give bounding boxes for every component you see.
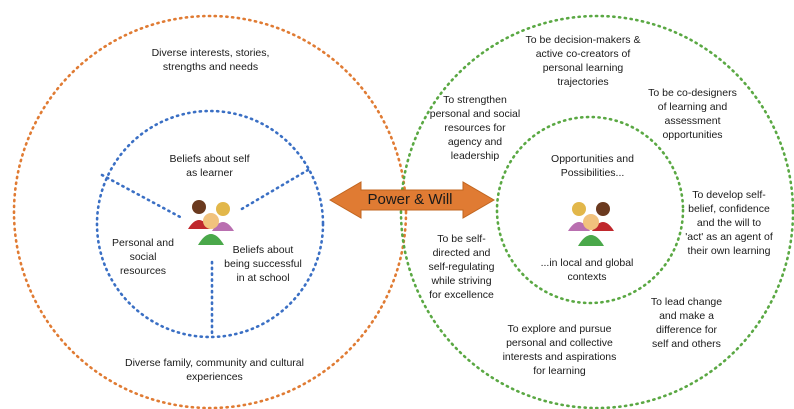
right-inner-top-label: Opportunities and Possibilities... bbox=[551, 153, 634, 179]
left-outer-circle bbox=[12, 14, 408, 409]
right-outer-label-co-designers: To be co-designers of learning and asses… bbox=[648, 87, 737, 141]
right-inner-circle bbox=[495, 115, 685, 305]
left-inner-circle bbox=[95, 109, 325, 339]
right-inner-bottom-label: ...in local and global contexts bbox=[540, 257, 634, 283]
left-outer-bottom-label: Diverse family, community and cultural e… bbox=[125, 357, 304, 383]
right-outer-circle bbox=[399, 14, 794, 409]
right-outer-label-lead-change: To lead change and make a difference for… bbox=[650, 296, 723, 350]
right-outer-label-self-directed: To be self- directed and self-regulating… bbox=[428, 233, 495, 301]
arrow-label: Power & Will bbox=[367, 191, 453, 208]
people-group-icon bbox=[188, 200, 234, 245]
right-outer-label-strengthen: To strengthen personal and social resour… bbox=[429, 94, 521, 162]
left-inner-right-label: Beliefs about being successful in at sch… bbox=[224, 244, 302, 284]
right-outer-label-self-belief: To develop self- belief, confidence and … bbox=[685, 189, 773, 257]
divider-left bbox=[100, 173, 184, 220]
divider-right bbox=[238, 168, 310, 212]
left-inner-top-label: Beliefs about self as learner bbox=[169, 153, 250, 179]
left-outer-top-label: Diverse interests, stories, strengths an… bbox=[151, 47, 270, 73]
power-will-arrow bbox=[329, 181, 495, 219]
people-group-icon bbox=[568, 202, 614, 246]
right-outer-label-decision-makers: To be decision-makers & active co-creato… bbox=[525, 34, 641, 88]
left-inner-left-label: Personal and social resources bbox=[112, 237, 174, 277]
right-outer-label-explore: To explore and pursue personal and colle… bbox=[502, 323, 617, 377]
